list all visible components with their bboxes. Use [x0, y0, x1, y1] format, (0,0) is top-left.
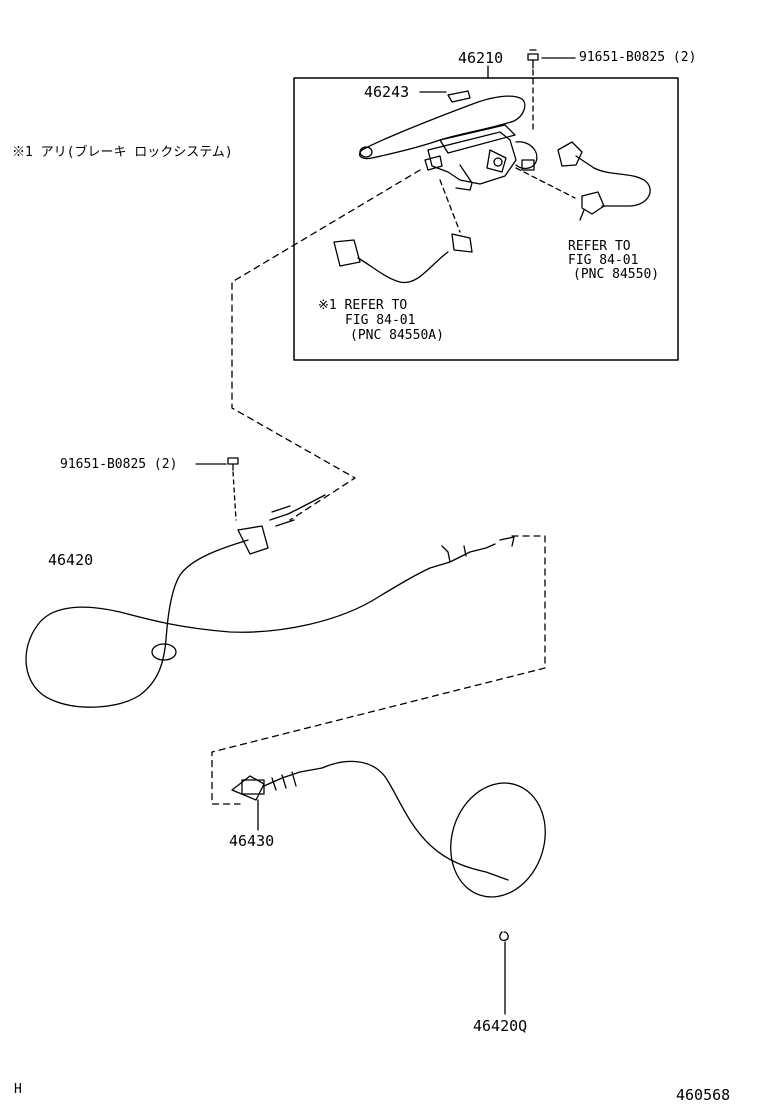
part-number-46243: 46243 [364, 83, 410, 101]
bolt-top-icon [527, 49, 539, 69]
refer-note-right-line2: FIG 84-01 [568, 253, 639, 268]
corner-marker: H [14, 1082, 22, 1097]
refer-note-left-line2: FIG 84-01 [345, 313, 416, 328]
refer-note-right-line3: (PNC 84550) [573, 267, 660, 282]
bolt-left-icon [227, 457, 239, 521]
connector-harness-left [333, 179, 473, 284]
cable-46430 [231, 760, 546, 898]
switch-connector-right [515, 141, 651, 221]
refer-note-left-line3: (PNC 84550A) [350, 328, 444, 343]
figure-number: 460568 [676, 1086, 731, 1104]
refer-note-right-line1: REFER TO [568, 239, 631, 254]
cable-46420 [25, 494, 515, 708]
refer-note-left-line1: ※1 REFER TO [318, 298, 408, 313]
link-dashed-lower [211, 535, 546, 805]
bolt-part-number-left: 91651-B0825 (2) [60, 457, 178, 472]
clip-46420Q-icon [499, 931, 509, 1015]
inset-frame [293, 77, 679, 361]
option-note: ※1 アリ(ブレーキ ロックシステム) [12, 145, 233, 160]
part-number-46210: 46210 [458, 49, 504, 67]
bolt-part-number-top: 91651-B0825 (2) [579, 50, 697, 65]
brake-drum [450, 782, 546, 898]
link-dashed-upper [231, 169, 421, 521]
part-number-46420: 46420 [48, 551, 94, 569]
part-number-46430: 46430 [229, 832, 275, 850]
part-number-46420Q: 46420Q [473, 1017, 528, 1035]
parking-brake-lever [358, 90, 538, 191]
